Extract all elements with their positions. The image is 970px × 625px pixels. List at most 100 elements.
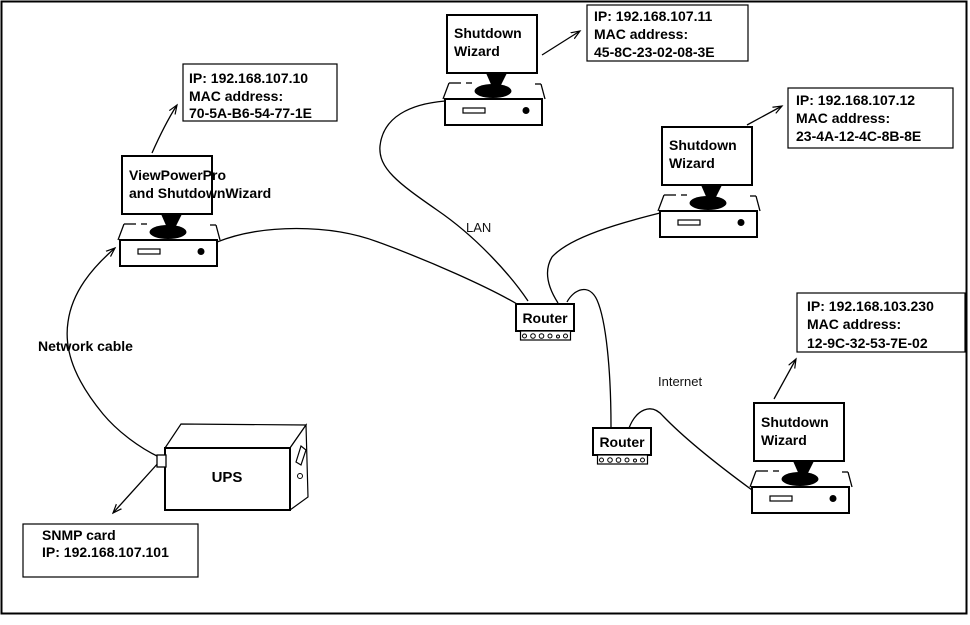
router-port — [640, 457, 645, 463]
computer-shutdown-wizard-right: Shutdown Wizard — [657, 126, 761, 238]
computer-label-line: Shutdown — [761, 414, 829, 430]
router-body — [592, 427, 652, 456]
computer-shutdown-wizard-bottom: Shutdown Wizard — [749, 402, 853, 514]
drive-slot — [137, 248, 161, 255]
router-label: Router — [522, 310, 568, 326]
infobox-line: IP: 192.168.107.11 — [594, 8, 713, 24]
router-1: Router — [515, 303, 575, 341]
monitor-stand-base — [149, 225, 187, 239]
router-port — [633, 458, 637, 463]
router-port — [624, 457, 630, 463]
power-button-dot — [522, 107, 530, 114]
infobox-line: 70-5A-B6-54-77-1E — [189, 105, 312, 121]
snmp-card-slot — [156, 454, 167, 468]
base-side-edge — [442, 82, 450, 100]
monitor — [661, 126, 753, 186]
router-2: Router — [592, 427, 652, 465]
router-label: Router — [599, 434, 645, 450]
drive-slot — [462, 107, 486, 114]
router-port — [607, 457, 613, 463]
infobox-line: 23-4A-12-4C-8B-8E — [796, 128, 921, 144]
router-port — [538, 333, 545, 339]
infobox-line: MAC address: — [807, 316, 901, 332]
infobox-ip-2: IP: 192.168.107.11 MAC address: 45-8C-23… — [586, 4, 749, 62]
router-port — [556, 334, 560, 339]
infobox-line: MAC address: — [796, 110, 890, 126]
router-port — [563, 333, 568, 339]
base-side-edge — [540, 83, 546, 100]
cable-network-ups-to-computer — [66, 248, 160, 458]
desktop-case — [659, 210, 758, 238]
infobox-line: IP: 192.168.103.230 — [807, 298, 934, 314]
infobox-ip-3: IP: 192.168.107.12 MAC address: 23-4A-12… — [787, 87, 954, 149]
monitor — [446, 14, 538, 74]
lan-label: LAN — [466, 220, 491, 235]
power-button-dot — [737, 219, 745, 226]
arrow-to-snmp-box — [113, 460, 161, 513]
infobox-line: MAC address: — [594, 26, 688, 42]
cables — [66, 100, 753, 491]
annotation-arrows — [113, 31, 796, 513]
monitor-stand-base — [689, 196, 727, 210]
ups-label: UPS — [212, 469, 243, 486]
router-body — [515, 303, 575, 332]
computer-viewpowerpro: ViewPowerPro and ShutdownWizard — [117, 155, 271, 267]
cable-viewpowerpro-to-router1 — [216, 227, 518, 305]
base-side-edge — [755, 195, 761, 212]
monitor — [753, 402, 845, 462]
ups-front-face — [164, 447, 291, 511]
base-side-edge — [657, 194, 665, 212]
computer-label-line: Wizard — [454, 43, 500, 59]
ups-device: UPS — [156, 423, 309, 512]
arrow-to-infobox-1 — [151, 105, 177, 154]
infobox-line: 45-8C-23-02-08-3E — [594, 44, 715, 60]
cable-router2-to-shutdownwizard3 — [628, 408, 753, 491]
infobox-ip-1: IP: 192.168.107.10 MAC address: 70-5A-B6… — [182, 63, 338, 122]
router-port — [547, 333, 553, 339]
infobox-frame — [787, 87, 954, 149]
infobox-frame — [586, 4, 749, 62]
computer-shutdown-wizard-top: Shutdown Wizard — [442, 14, 546, 126]
base-side-edge — [117, 223, 125, 241]
computer-label-line: Shutdown — [454, 25, 522, 41]
computer-label-line: Wizard — [669, 155, 715, 171]
infobox-frame — [796, 292, 966, 353]
base-side-edge — [215, 224, 221, 241]
router-port — [615, 457, 622, 463]
network-cable-label: Network cable — [38, 338, 133, 354]
infobox-line: IP: 192.168.107.12 — [796, 92, 915, 108]
infobox-line: SNMP card — [42, 527, 116, 543]
base-side-edge — [847, 471, 853, 488]
computer-label-line: Shutdown — [669, 137, 737, 153]
ups-side-dot — [297, 473, 303, 479]
ups-side-vent — [295, 444, 307, 466]
router-port — [530, 333, 536, 339]
router-port — [599, 457, 604, 463]
router-ports-strip — [519, 330, 572, 341]
cable-shutdownwizard2-to-router1 — [546, 212, 661, 304]
infobox-line: IP: 192.168.107.10 — [189, 70, 308, 86]
cable-lan-shutdownwizard1-to-router1 — [379, 100, 529, 302]
power-button-dot — [197, 248, 205, 255]
infobox-frame — [22, 523, 199, 578]
ups-top-face — [163, 423, 308, 449]
base-side-edge — [749, 470, 757, 488]
infobox-frame — [182, 63, 338, 122]
drive-slot — [677, 219, 701, 226]
computer-label-line: Wizard — [761, 432, 807, 448]
arrow-to-infobox-3 — [746, 106, 782, 126]
computer-label-line: and ShutdownWizard — [129, 185, 271, 201]
monitor-stand-base — [781, 472, 819, 486]
drive-slot — [769, 495, 793, 502]
computer-label-line: ViewPowerPro — [129, 167, 226, 183]
monitor-stand-base — [474, 84, 512, 98]
power-button-dot — [829, 495, 837, 502]
infobox-snmp: SNMP card IP: 192.168.107.101 — [22, 523, 199, 578]
infobox-line: 12-9C-32-53-7E-02 — [807, 335, 928, 351]
arrow-to-infobox-4 — [773, 359, 796, 400]
cable-router1-to-router2 — [566, 289, 612, 428]
desktop-case — [119, 239, 218, 267]
infobox-line: IP: 192.168.107.101 — [42, 544, 169, 560]
